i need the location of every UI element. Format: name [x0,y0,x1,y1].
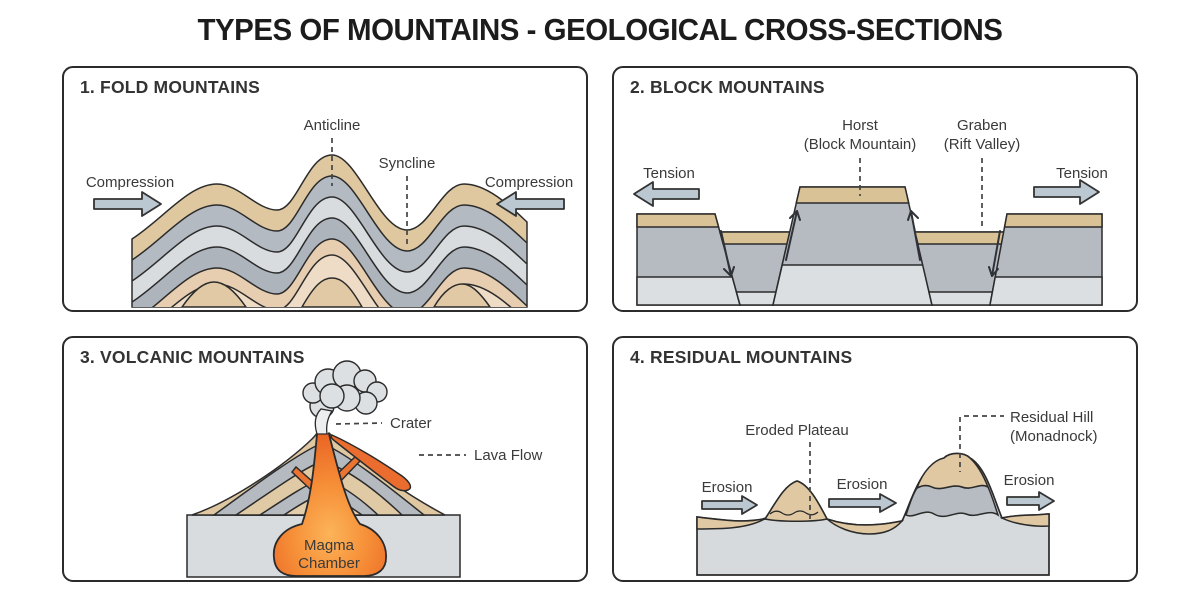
fold-mountains-illustration: Anticline Syncline Compression Compressi… [86,117,573,308]
panel-residual-title: 4. RESIDUAL MOUNTAINS [630,347,853,367]
erosion-label-1: Erosion [702,479,753,496]
right-block [989,213,1103,306]
erosion-label-3: Erosion [1004,472,1055,489]
panel-block-mountains: 2. BLOCK MOUNTAINS [612,66,1138,312]
tan-layer-middle [826,518,905,535]
compression-arrow-left [93,191,162,217]
tan-layer-left [696,516,767,530]
compression-right-label: Compression [485,174,573,191]
left-block [636,213,741,306]
panel-volcanic-mountains: 3. VOLCANIC MOUNTAINS [62,336,588,582]
erosion-label-2: Erosion [837,476,888,493]
smoke-plume [314,408,334,435]
residual-hill-gray-band [905,484,1000,518]
erosion-arrow-2 [828,493,897,513]
fold-basal-mound-middle [300,277,364,307]
tension-right-label: Tension [1056,165,1108,182]
compression-arrow-right [496,191,565,217]
volcanic-mountains-illustration: Crater Lava Flow Magma Chamber [186,360,543,578]
block-mountains-illustration: Horst (Block Mountain) Graben (Rift Vall… [633,117,1108,306]
eroded-plateau-label: Eroded Plateau [745,422,848,439]
fold-basal-mound-right [432,283,492,307]
right-graben [914,231,1005,306]
magma-chamber-label-line2: Chamber [298,555,360,572]
residual-hill-label-line2: (Monadnock) [1010,428,1098,445]
residual-hill-tan-cap [915,452,990,490]
horst-label-line2: (Block Mountain) [804,136,917,153]
panel-fold-title: 1. FOLD MOUNTAINS [80,77,261,97]
panel-fold-mountains: 1. FOLD MOUNTAINS [62,66,588,312]
horst-label-line1: Horst [842,117,879,134]
horst-block [772,186,933,306]
graben-label-line1: Graben [957,117,1007,134]
fold-basal-mound-left [180,281,248,307]
residual-hill-pointer-line [959,415,1004,472]
eroded-plateau-mound [763,480,829,522]
tension-left-label: Tension [643,165,695,182]
erosion-arrow-3 [1006,491,1055,511]
panel-residual-mountains: 4. RESIDUAL MOUNTAINS Eroded Plateau Res… [612,336,1138,582]
panel-block-title: 2. BLOCK MOUNTAINS [630,77,825,97]
tension-arrow-left [633,181,700,207]
smoke-cloud [302,360,388,419]
tan-layer-right [999,513,1050,527]
magma-chamber-label-line1: Magma [304,537,355,554]
residual-mountains-illustration: Eroded Plateau Residual Hill (Monadnock)… [696,409,1098,576]
syncline-label: Syncline [379,155,436,172]
fault-motion-arrows [720,210,1001,277]
magma-chamber-fill [273,434,387,576]
panel-volcanic-title: 3. VOLCANIC MOUNTAINS [80,347,305,367]
residual-hill-label-line1: Residual Hill [1010,409,1093,426]
magma-chamber-outline [272,433,387,577]
anticline-label: Anticline [304,117,361,134]
graben-label-line2: (Rift Valley) [944,136,1020,153]
erosion-arrow-1 [701,495,758,515]
crater-pointer-line [335,422,383,425]
page-title: TYPES OF MOUNTAINS - GEOLOGICAL CROSS-SE… [197,12,1003,47]
lava-flow-label: Lava Flow [474,447,543,464]
compression-left-label: Compression [86,174,174,191]
tension-arrow-right [1033,179,1100,205]
lava-flow-shape [330,434,412,492]
crater-label: Crater [390,415,432,432]
